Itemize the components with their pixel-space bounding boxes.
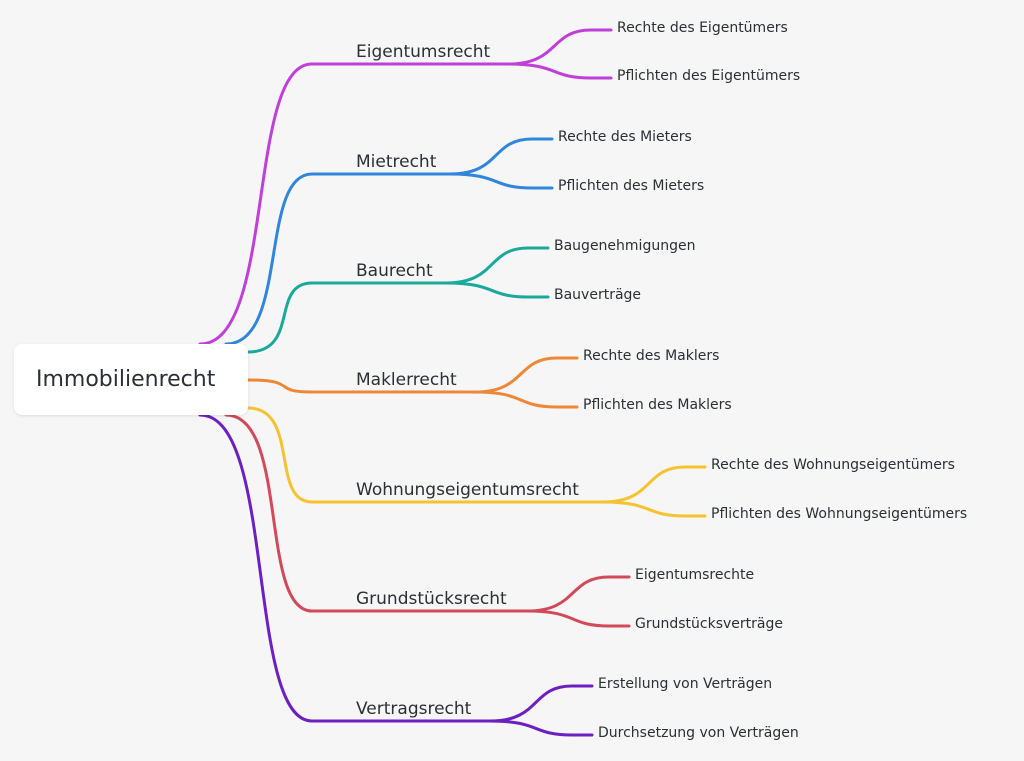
- branch-wohnungseigentumsrecht[interactable]: Wohnungseigentumsrecht: [356, 480, 579, 500]
- leaf-rechte-des-maklers[interactable]: Rechte des Maklers: [583, 348, 720, 364]
- connector-branch-4-child-0: [601, 465, 707, 504]
- connector-branch-1-child-1: [448, 172, 554, 190]
- connector-branch-5-child-1: [525, 609, 631, 628]
- connector-root-to-branch-6: [198, 413, 354, 723]
- branch-grundstuecksrecht[interactable]: Grundstücksrecht: [356, 589, 507, 609]
- connector-branch-2-child-1: [444, 281, 550, 299]
- root-node[interactable]: Immobilienrecht: [14, 344, 248, 415]
- connector-branch-6-child-1: [488, 719, 594, 737]
- branch-vertragsrecht[interactable]: Vertragsrecht: [356, 699, 472, 719]
- leaf-durchsetzung-von-vertraegen[interactable]: Durchsetzung von Verträgen: [598, 725, 799, 741]
- connector-root-to-branch-5: [224, 413, 354, 613]
- connector-branch-1-child-0: [448, 137, 554, 176]
- connector-root-to-branch-3: [246, 378, 354, 394]
- branch-baurecht[interactable]: Baurecht: [356, 261, 433, 281]
- leaf-rechte-des-eigentuemers[interactable]: Rechte des Eigentümers: [617, 20, 788, 36]
- leaf-grundstuecksvertraege[interactable]: Grundstücksverträge: [635, 616, 783, 632]
- connector-branch-3-child-0: [473, 356, 579, 394]
- leaf-bauvertraege[interactable]: Bauverträge: [554, 287, 642, 303]
- leaf-pflichten-des-maklers[interactable]: Pflichten des Maklers: [583, 397, 732, 413]
- connector-branch-0-child-1: [506, 62, 613, 80]
- root-label: Immobilienrecht: [36, 367, 216, 392]
- connector-root-to-branch-2: [246, 281, 354, 354]
- connector-branch-5-child-0: [525, 575, 631, 613]
- connector-root-to-branch-0: [198, 62, 354, 346]
- branch-mietrecht[interactable]: Mietrecht: [356, 152, 437, 172]
- leaf-pflichten-des-mieters[interactable]: Pflichten des Mieters: [558, 178, 705, 194]
- leaf-rechte-des-wohnungseigentuemers[interactable]: Rechte des Wohnungseigentümers: [711, 457, 955, 473]
- leaf-baugenehmigungen[interactable]: Baugenehmigungen: [554, 238, 696, 254]
- leaf-erstellung-von-vertraegen[interactable]: Erstellung von Verträgen: [598, 676, 773, 692]
- leaf-rechte-des-mieters[interactable]: Rechte des Mieters: [558, 129, 692, 145]
- connector-root-to-branch-4: [246, 406, 354, 504]
- connector-branch-0-child-0: [506, 28, 613, 66]
- connector-branch-3-child-1: [473, 390, 579, 409]
- branch-maklerrecht[interactable]: Maklerrecht: [356, 370, 457, 390]
- connector-root-to-branch-1: [224, 172, 354, 346]
- leaf-eigentumsrechte[interactable]: Eigentumsrechte: [635, 567, 755, 583]
- connector-branch-6-child-0: [488, 684, 594, 723]
- leaf-pflichten-des-wohnungseigentuemers[interactable]: Pflichten des Wohnungseigentümers: [711, 506, 968, 522]
- connector-branch-4-child-1: [601, 500, 707, 518]
- connector-branch-2-child-0: [444, 246, 550, 285]
- branch-eigentumsrecht[interactable]: Eigentumsrecht: [356, 42, 491, 62]
- leaf-pflichten-des-eigentuemers[interactable]: Pflichten des Eigentümers: [617, 68, 801, 84]
